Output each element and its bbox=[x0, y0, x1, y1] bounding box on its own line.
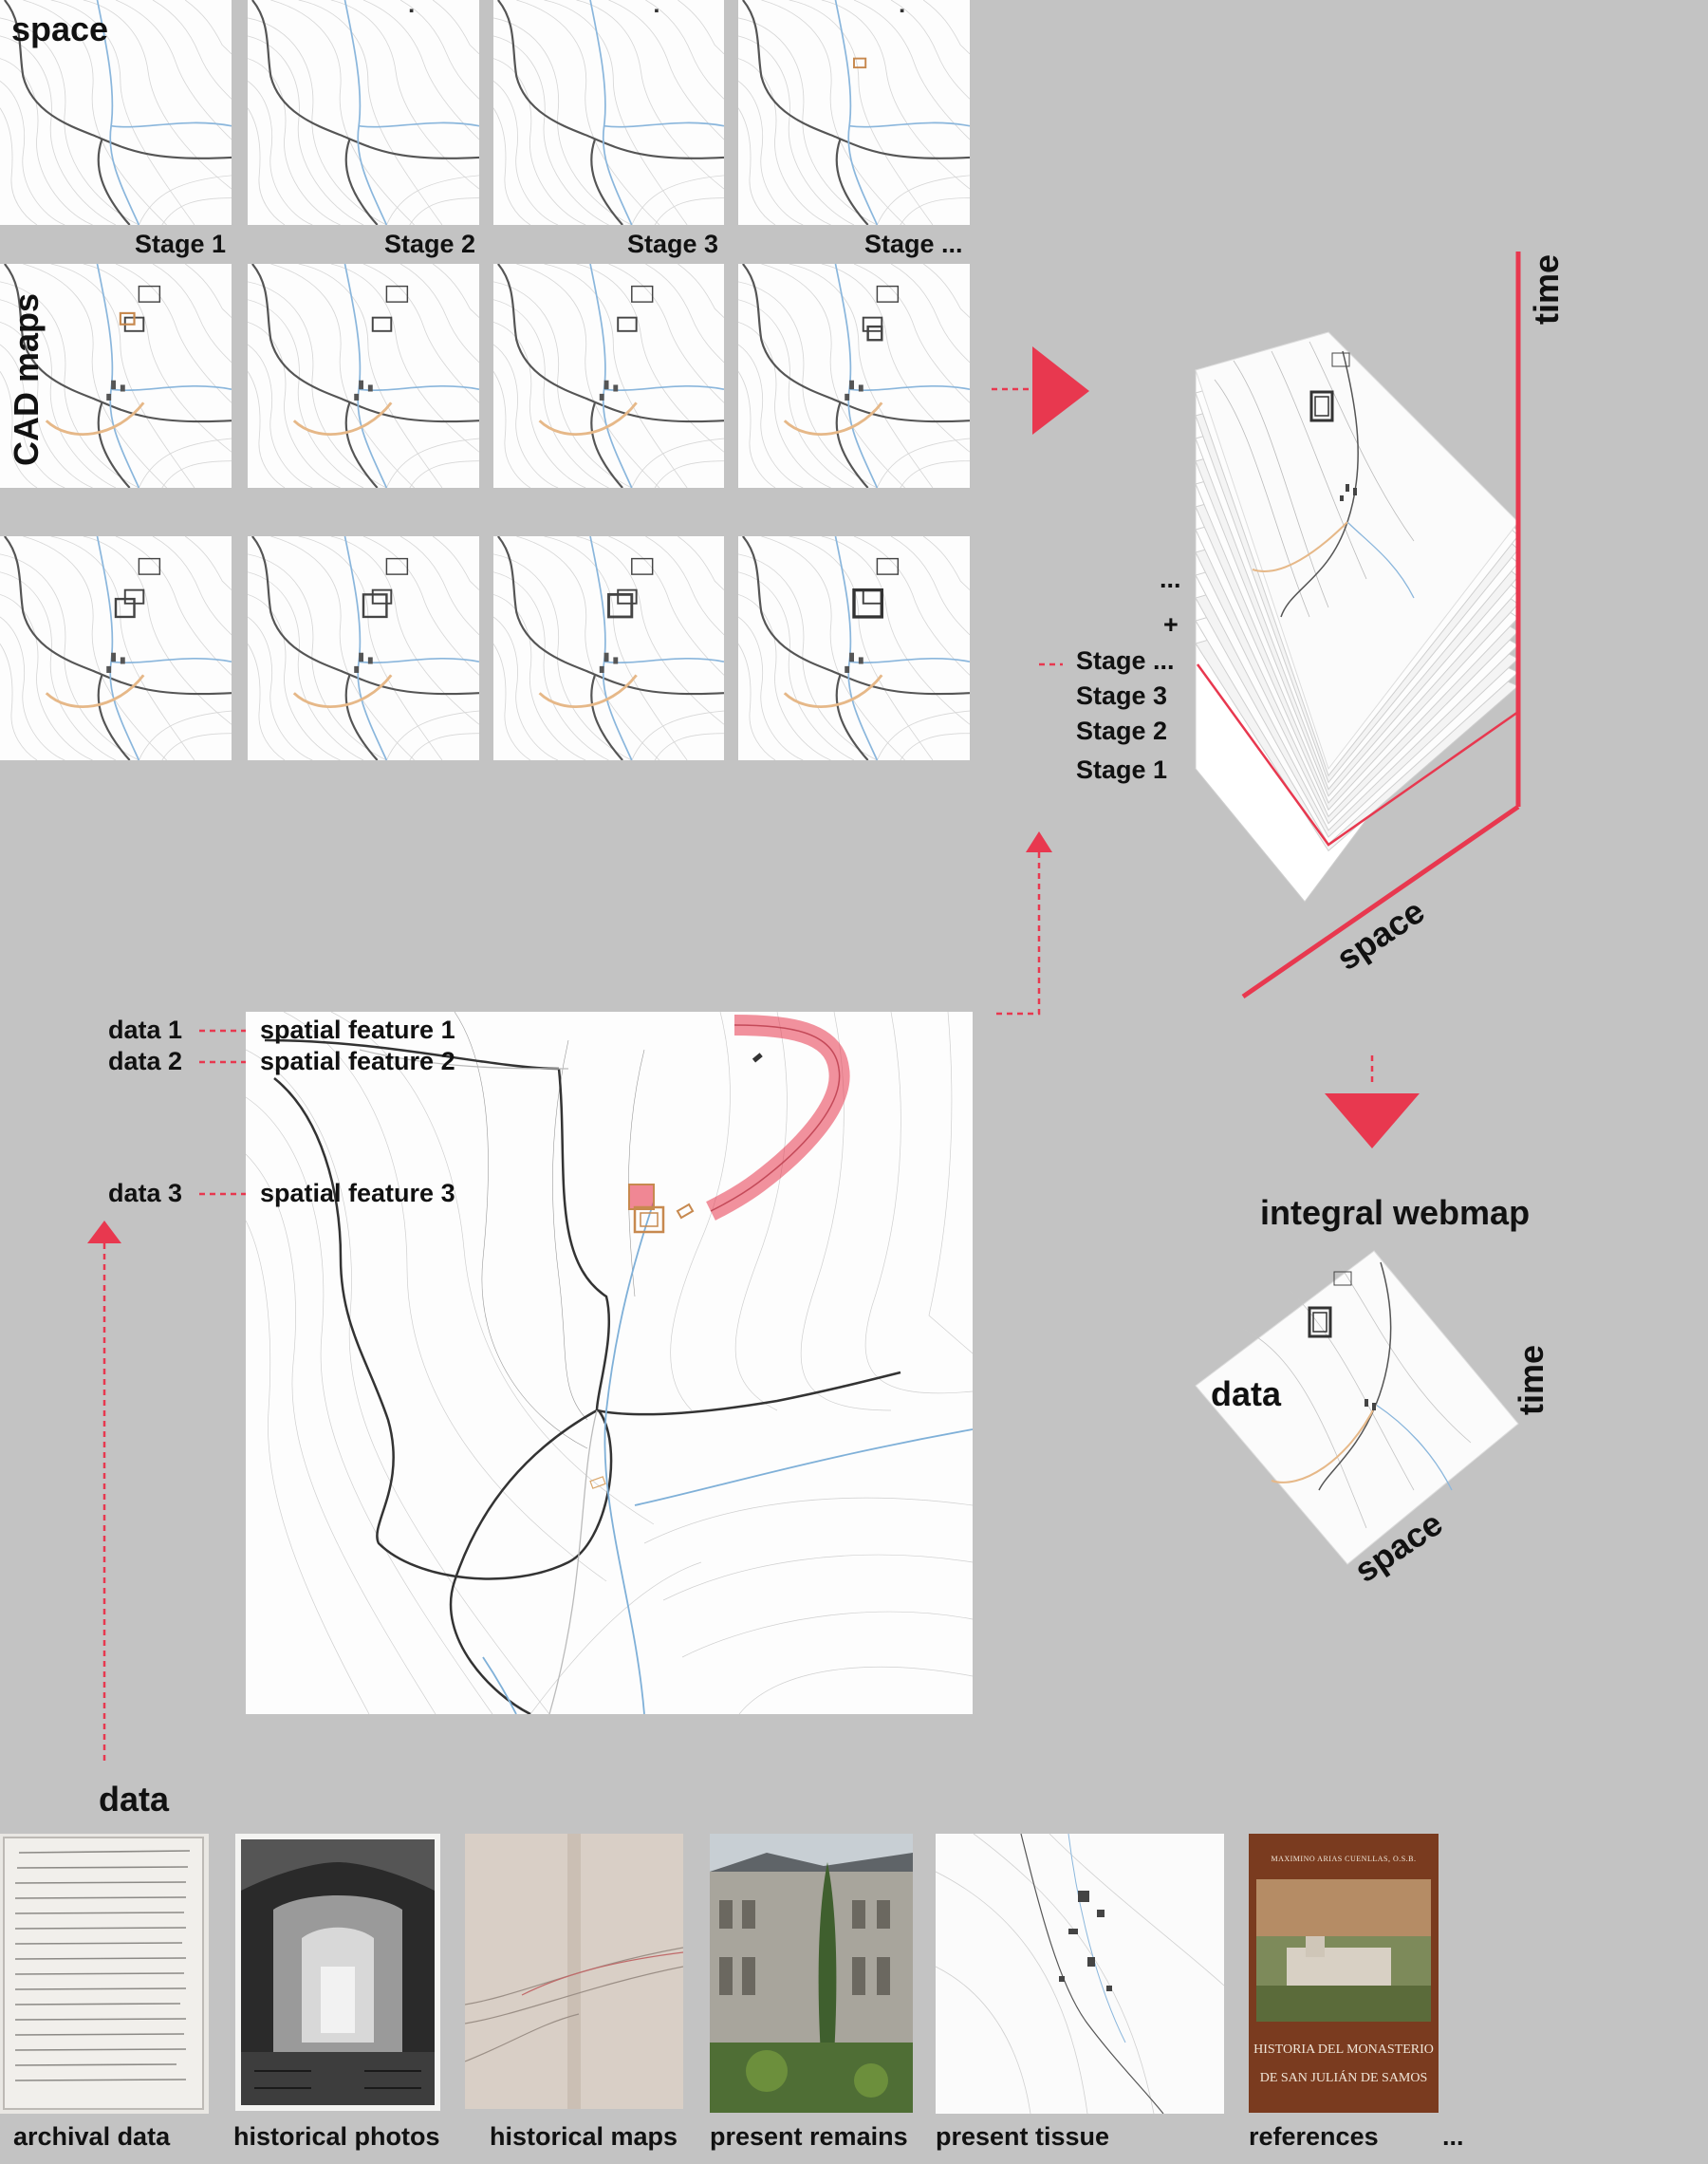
source-caption-more: ... bbox=[1442, 2122, 1464, 2151]
cad-map-row2-col1 bbox=[0, 264, 232, 488]
source-caption-historical-maps: historical maps bbox=[490, 2122, 678, 2151]
cad-map-row2-col2 bbox=[248, 264, 479, 488]
data-label-1: data 1 bbox=[108, 1016, 183, 1044]
source-caption-present-tissue: present tissue bbox=[936, 2122, 1110, 2151]
stack-item-ellipsis: ... bbox=[1160, 565, 1181, 593]
spatial-feature-label-2: spatial feature 2 bbox=[260, 1047, 455, 1075]
webmap-title: integral webmap bbox=[1260, 1193, 1531, 1232]
cad-map-row3-col4 bbox=[738, 536, 970, 760]
center-map bbox=[246, 1012, 973, 1714]
stage-label-4: Stage ... bbox=[864, 230, 963, 258]
book-author: MAXIMINO ARIAS CUENLLAS, O.S.B. bbox=[1271, 1855, 1417, 1863]
historical-map-image bbox=[465, 1834, 683, 2109]
stage-label-1: Stage 1 bbox=[135, 230, 227, 258]
cad-map-row1-col1 bbox=[0, 0, 232, 225]
source-caption-historical-photos: historical photos bbox=[233, 2122, 440, 2151]
book-title-line-2: DE SAN JULIÁN DE SAMOS bbox=[1259, 2071, 1428, 2085]
source-caption-references: references bbox=[1249, 2122, 1379, 2151]
space-label: space bbox=[11, 9, 109, 48]
stack-item-plus: + bbox=[1163, 610, 1179, 639]
cad-map-row1-col3 bbox=[493, 0, 724, 225]
stack-item-stage-2: Stage 2 bbox=[1076, 717, 1168, 745]
spatial-feature-label-3: spatial feature 3 bbox=[260, 1179, 455, 1207]
cad-map-row2-col3 bbox=[493, 264, 724, 488]
webmap-data-label: data bbox=[1211, 1374, 1282, 1413]
book-title-line-1: HISTORIA DEL MONASTERIO bbox=[1253, 2043, 1434, 2057]
stage-label-2: Stage 2 bbox=[384, 230, 476, 258]
present-tissue-map bbox=[936, 1834, 1224, 2114]
stack-item-stage-3: Stage 3 bbox=[1076, 681, 1168, 710]
webmap-time-label: time bbox=[1512, 1344, 1550, 1416]
data-label-2: data 2 bbox=[108, 1047, 183, 1075]
cad-map-row3-col3 bbox=[493, 536, 724, 760]
cad-map-row3-col1 bbox=[0, 536, 232, 760]
webmap-diamond bbox=[1195, 1250, 1519, 1565]
spatial-feature-label-1: spatial feature 1 bbox=[260, 1016, 455, 1044]
archival-document-image bbox=[0, 1834, 209, 2114]
cad-map-row1-col4 bbox=[738, 0, 970, 225]
historical-photo-image bbox=[235, 1834, 440, 2111]
source-caption-present-remains: present remains bbox=[710, 2122, 908, 2151]
source-caption-archival: archival data bbox=[13, 2122, 171, 2151]
data-sources-title: data bbox=[99, 1780, 170, 1819]
reference-book-cover bbox=[1249, 1834, 1439, 2113]
cad-map-row3-col2 bbox=[248, 536, 479, 760]
stack-item-stage-n: Stage ... bbox=[1076, 646, 1175, 675]
stack-item-stage-1: Stage 1 bbox=[1076, 756, 1168, 784]
cad-map-row1-col2 bbox=[248, 0, 479, 225]
present-remains-photo bbox=[710, 1834, 913, 2113]
stage-label-3: Stage 3 bbox=[627, 230, 719, 258]
stack-diagram bbox=[1195, 252, 1521, 999]
cad-map-row2-col4 bbox=[738, 264, 970, 488]
data-label-3: data 3 bbox=[108, 1179, 183, 1207]
